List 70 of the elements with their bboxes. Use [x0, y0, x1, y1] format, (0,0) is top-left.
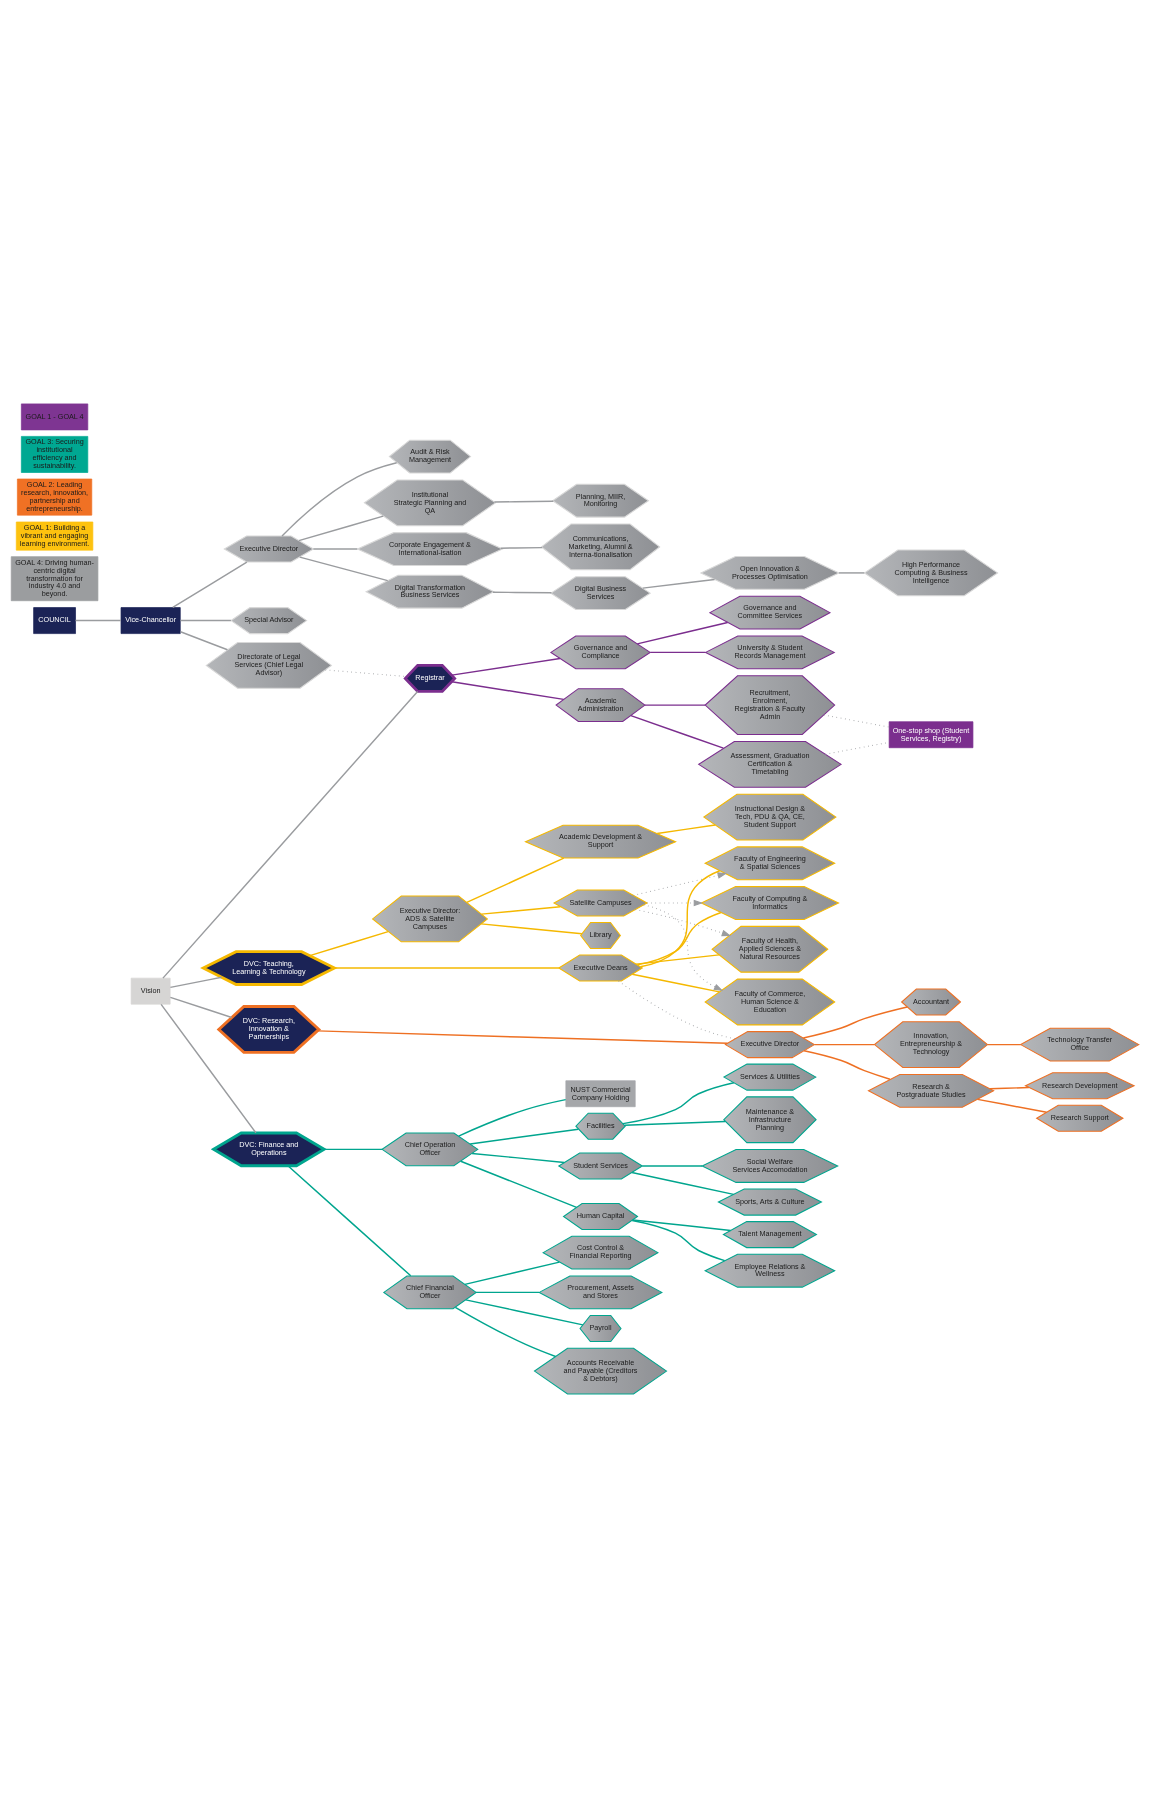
connector	[492, 591, 553, 594]
connector	[656, 824, 716, 835]
connector	[480, 923, 583, 935]
connector	[631, 1171, 735, 1196]
connector	[986, 1043, 1022, 1046]
connector	[464, 1261, 561, 1286]
connector	[838, 572, 866, 574]
connector	[635, 954, 720, 965]
connector	[172, 561, 248, 609]
connector	[493, 500, 555, 503]
connector	[623, 1120, 726, 1127]
connector	[312, 548, 358, 550]
connector	[169, 996, 233, 1019]
arrow	[643, 904, 724, 991]
node-box: GOAL 1: Building a vibrant and engaging learning environment.	[15, 521, 94, 551]
connector	[460, 1160, 578, 1208]
connector	[649, 651, 707, 654]
connector	[281, 462, 398, 537]
node-box: GOAL 3: Securing institutional efficiency and sustainability.	[21, 436, 89, 473]
connector	[465, 1299, 584, 1326]
connector	[316, 1030, 729, 1045]
connector	[475, 1291, 540, 1294]
connector	[451, 681, 565, 701]
connector	[74, 619, 122, 622]
connector	[641, 1165, 703, 1167]
connector	[471, 1152, 566, 1164]
node-box: COUNCIL	[33, 607, 76, 634]
connector	[299, 556, 389, 582]
node-box: GOAL 2: Leading research, innovation, partnership and entrepreneurship.	[17, 478, 93, 516]
connector	[333, 967, 560, 969]
arrow	[634, 909, 732, 937]
connector	[989, 1086, 1030, 1090]
connector	[636, 911, 722, 966]
connector	[179, 631, 229, 651]
connector	[454, 1306, 557, 1358]
connector	[499, 546, 543, 549]
connector	[480, 906, 562, 915]
connector	[466, 857, 565, 904]
connector	[976, 1098, 1048, 1113]
node-box: GOAL 1 - GOAL 4	[21, 403, 89, 431]
connector	[160, 1003, 257, 1134]
connector	[309, 930, 389, 957]
connector	[639, 870, 721, 968]
connector	[451, 657, 561, 676]
connector	[457, 1098, 567, 1137]
node-box: NUST Commercial Company Holding	[565, 1080, 636, 1108]
node-box: GOAL 4: Driving human-centric digital transformation for industry 4.0 and beyond.	[10, 556, 99, 602]
node-box: Vice-Chancellor	[120, 607, 181, 634]
connector	[803, 1050, 891, 1080]
node-box: Vision	[130, 977, 171, 1005]
connector	[179, 619, 232, 622]
connector	[802, 1006, 908, 1039]
connector	[622, 1082, 735, 1125]
node-box: One-stop shop (Student Services, Registry)	[888, 721, 974, 749]
connector	[287, 1165, 412, 1277]
connector	[644, 704, 706, 706]
connector	[323, 1148, 383, 1151]
connector	[631, 1219, 726, 1262]
arrow	[646, 899, 704, 907]
arrow	[632, 872, 727, 896]
connector	[298, 515, 384, 542]
connector	[636, 621, 729, 645]
connector	[631, 973, 720, 993]
connector	[162, 690, 419, 979]
connector	[632, 1219, 732, 1232]
connector	[813, 1043, 875, 1046]
connector	[642, 578, 716, 589]
connector	[169, 976, 223, 989]
connector	[630, 714, 725, 749]
connector	[469, 1128, 580, 1145]
